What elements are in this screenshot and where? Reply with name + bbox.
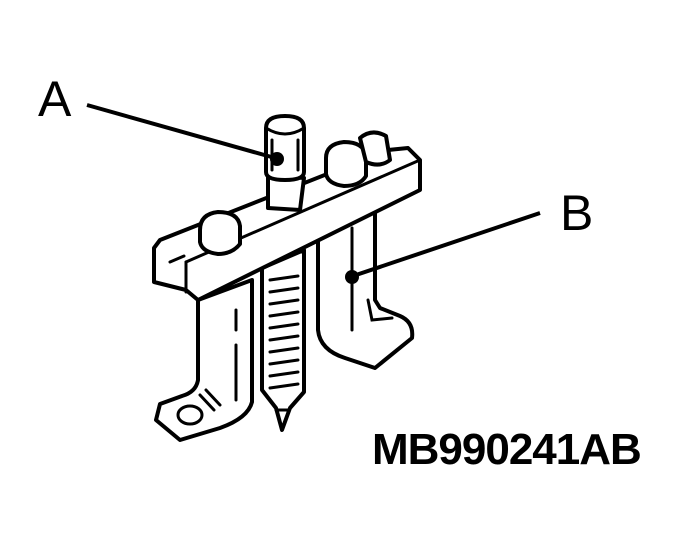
left-jaw: [154, 278, 254, 442]
leader-line-a: [86, 103, 284, 166]
callout-label-a: A: [38, 71, 72, 127]
bar-bolts: [198, 130, 392, 256]
callout-label-b: B: [560, 185, 594, 241]
part-code: MB990241AB: [372, 425, 642, 474]
forcing-screw: [260, 248, 306, 432]
leader-line-b: [345, 211, 541, 284]
right-jaw: [316, 208, 415, 370]
